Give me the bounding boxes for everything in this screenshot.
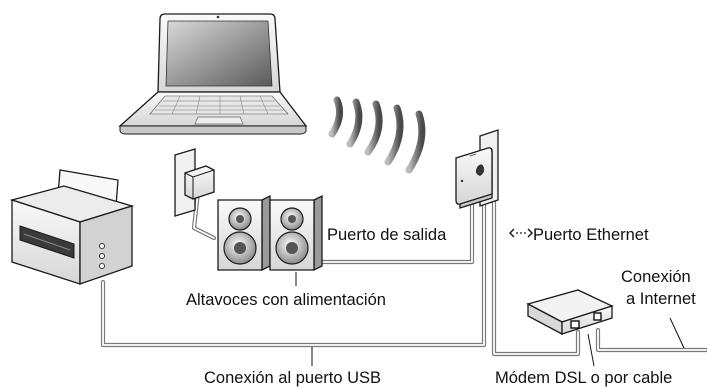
wireless-waves-icon (328, 96, 426, 174)
printer-icon (9, 169, 135, 285)
usb-connection-label: Conexión al puerto USB (204, 369, 381, 387)
leader-internet (669, 317, 685, 349)
usb-cable (100, 185, 487, 348)
leader-modem (587, 333, 595, 367)
cables (100, 185, 707, 357)
speaker-left (217, 194, 271, 272)
speaker-power-cord (191, 189, 217, 241)
leader-lines (295, 272, 685, 367)
powered-speakers-label: Altavoces con alimentación (186, 291, 386, 309)
modem-label: Módem DSL o por cable (495, 369, 672, 387)
power-adapter-icon (184, 165, 215, 200)
internet-connection-label-line2: a Internet (626, 290, 696, 308)
internet-connection-label-line1: Conexión (621, 268, 691, 286)
modem-icon (526, 289, 614, 336)
laptop-icon (118, 13, 308, 135)
audio-cable (315, 197, 475, 265)
ethernet-port-label: Puerto Ethernet (533, 226, 649, 244)
output-port-label: Puerto de salida (327, 226, 447, 244)
speaker-right (269, 194, 323, 272)
speaker-icon (217, 194, 323, 272)
ethernet-cable (491, 191, 581, 357)
ethernet-symbol-icon (509, 228, 533, 238)
airport-express-icon (455, 147, 493, 209)
internet-cable (595, 327, 707, 353)
